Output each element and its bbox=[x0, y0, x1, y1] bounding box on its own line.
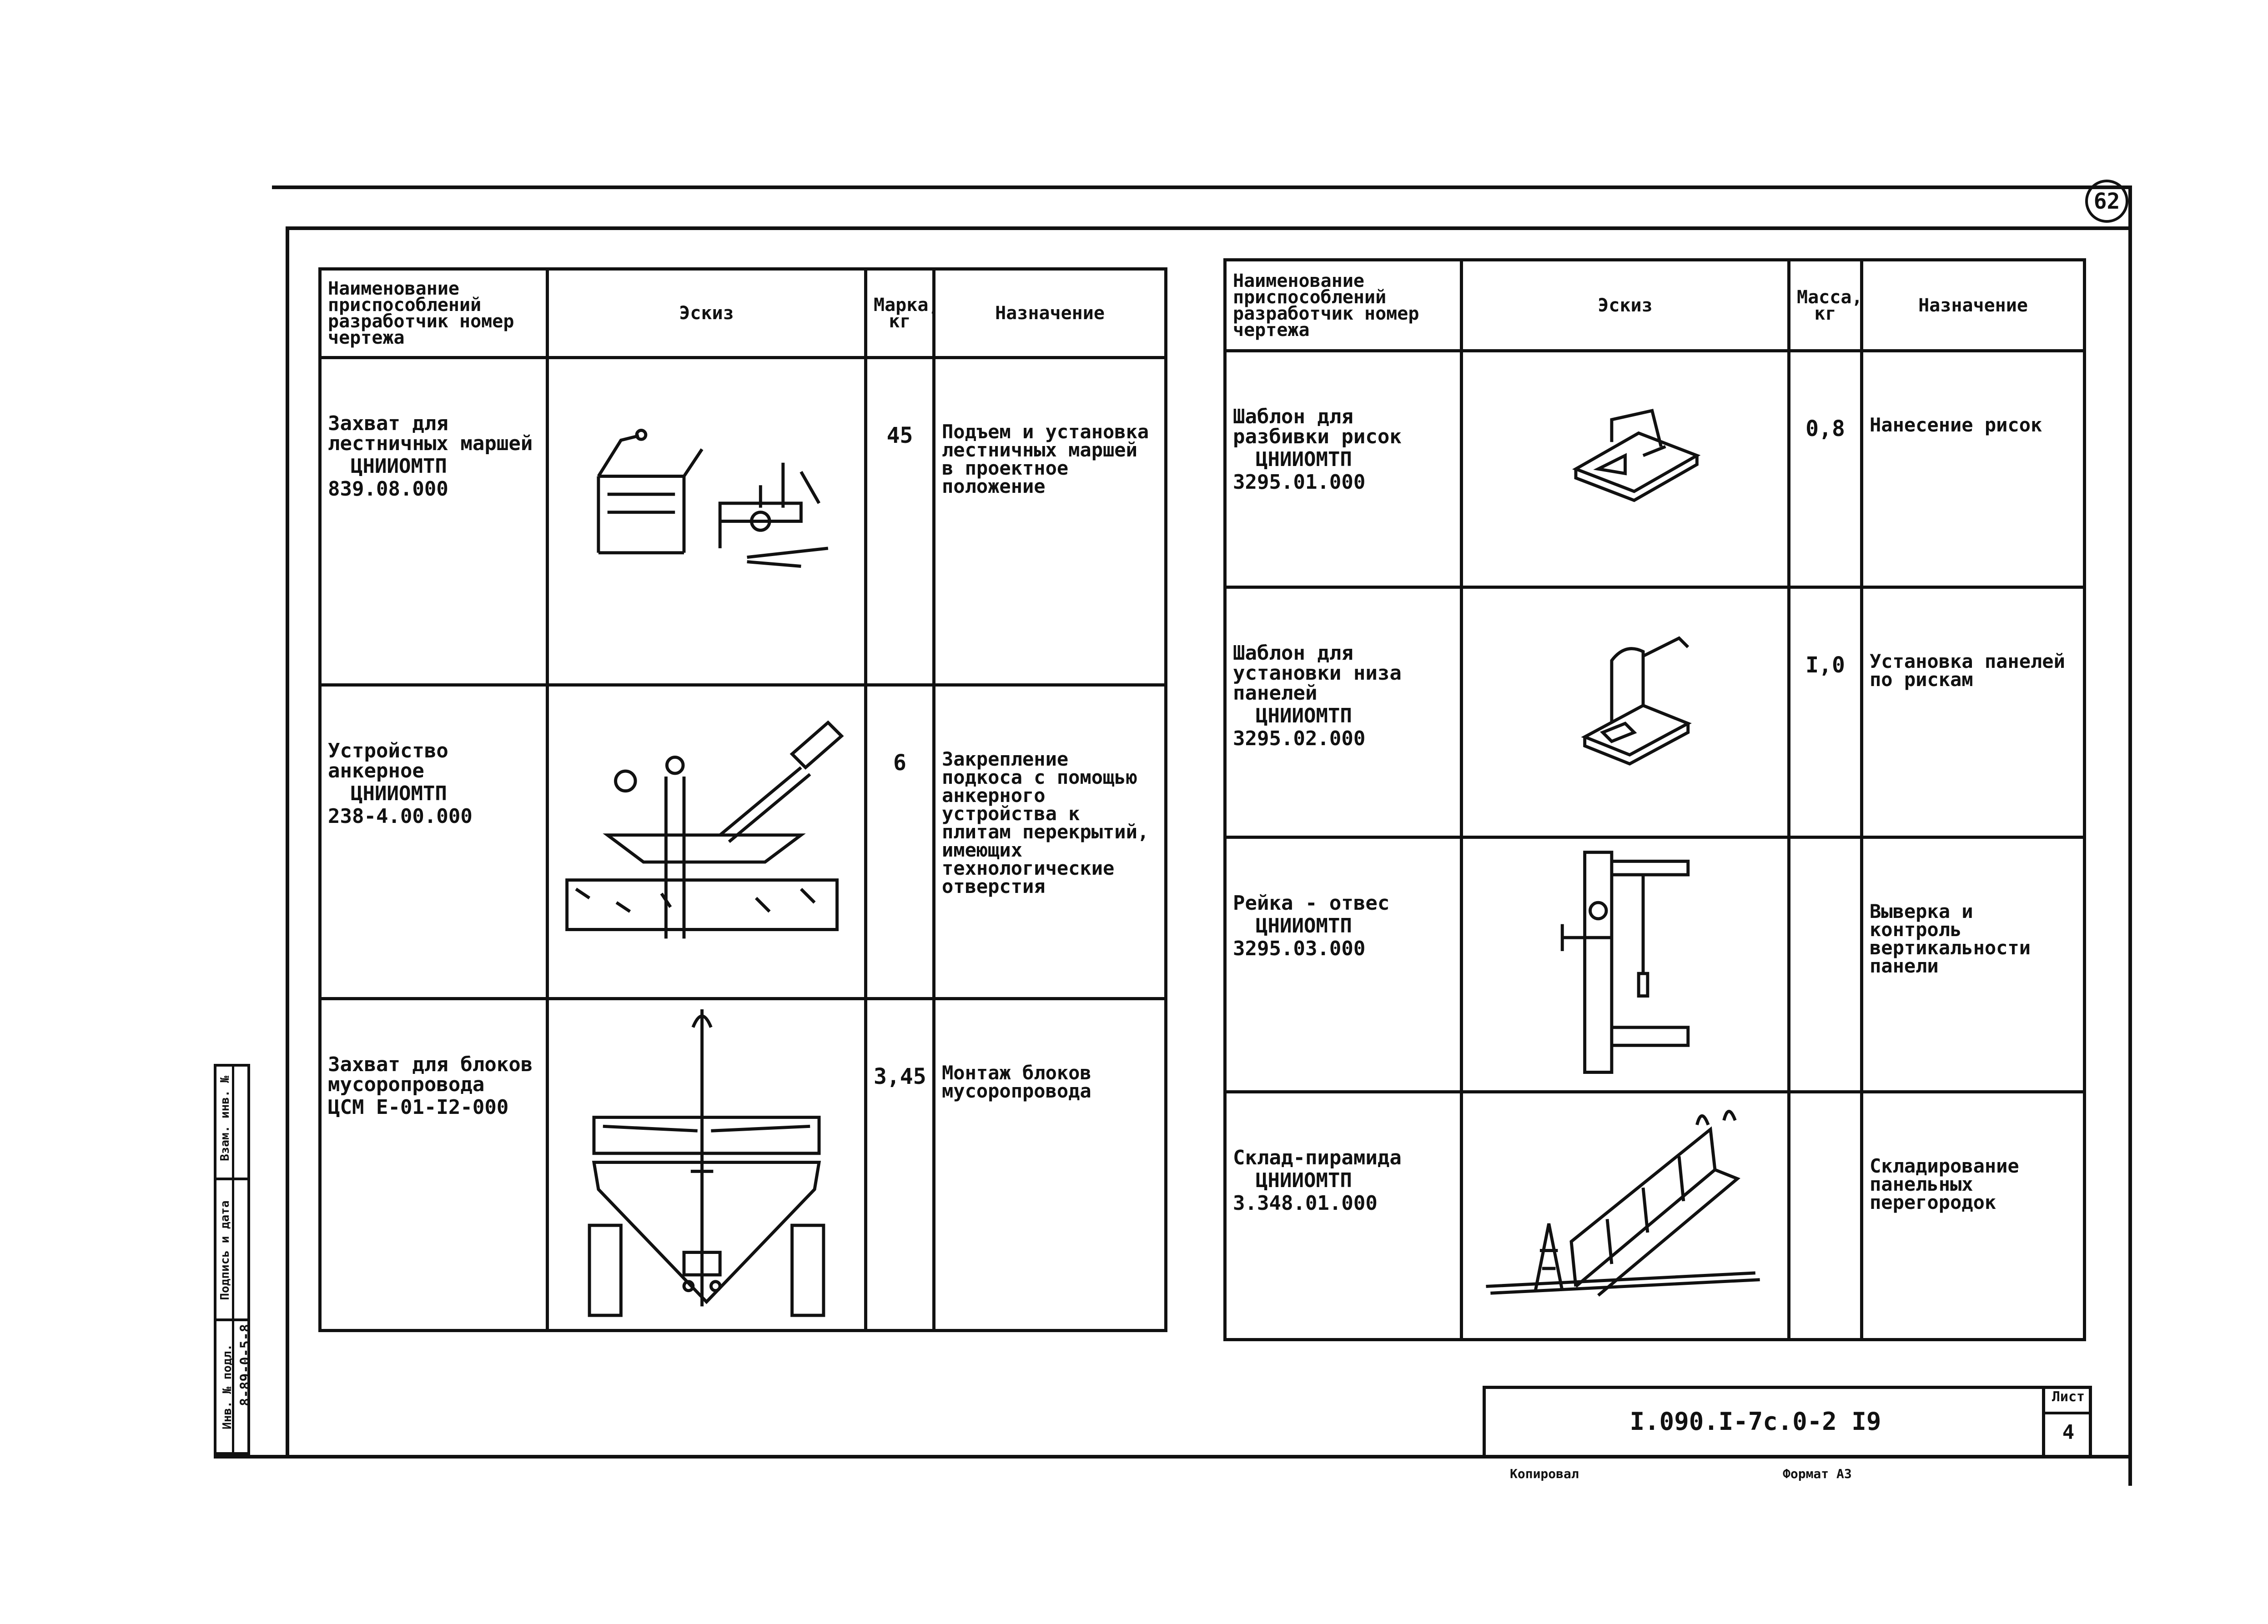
left-header-sketch: Эскиз bbox=[546, 267, 867, 359]
right-header-mass: Масса, кг bbox=[1787, 258, 1863, 352]
row-name-cell: Шаблон для разбивки рисок ЦНИИОМТП 3295.… bbox=[1223, 349, 1463, 589]
drawing-number: 3295.02.000 bbox=[1233, 727, 1366, 750]
panel-bottom-template-sketch bbox=[1460, 586, 1790, 839]
copied-label: Копировал bbox=[1510, 1466, 1579, 1481]
purpose-cell: Выверка и контроль вертикальности панели bbox=[1860, 836, 2086, 1093]
purpose-cell: Складирование панельных перегородок bbox=[1860, 1090, 2086, 1341]
side-stamp-replace-label: Взам. инв. № bbox=[218, 1076, 232, 1161]
equipment-name: Устройство анкерное bbox=[328, 739, 448, 782]
mass-cell bbox=[1787, 1090, 1863, 1341]
pyramid-rack-sketch bbox=[1460, 1090, 1790, 1341]
equipment-name: Захват для блоков мусоропровода bbox=[328, 1053, 533, 1096]
sheet-label: Лист bbox=[2052, 1389, 2085, 1405]
left-header-name: Наименование приспособлений разработчик … bbox=[318, 267, 549, 359]
row-name-cell: Шаблон для установки низа панелей ЦНИИОМ… bbox=[1223, 586, 1463, 839]
left-header-mass: Марка, кг bbox=[864, 267, 940, 359]
right-equipment-table: Наименование приспособлений разработчик … bbox=[1223, 258, 2086, 1341]
mass-cell: 3,45 bbox=[864, 997, 935, 1332]
row-name-cell: Устройство анкерное ЦНИИОМТП 238-4.00.00… bbox=[318, 683, 549, 1000]
equipment-name: Рейка - отвес bbox=[1233, 892, 1390, 915]
table-row: Рейка - отвес ЦНИИОМТП 3295.03.000 Вывер… bbox=[1223, 836, 2086, 1093]
page-number-badge: 62 bbox=[2085, 180, 2128, 223]
purpose-cell: Подъем и установка лестничных маршей в п… bbox=[932, 356, 1167, 687]
developer: ЦНИИОМТП bbox=[351, 455, 447, 478]
side-stamp-column-divider bbox=[232, 1064, 234, 1455]
purpose-cell: Монтаж блоков мусоропровода bbox=[932, 997, 1167, 1332]
left-header-purpose: Назначение bbox=[932, 267, 1167, 359]
inner-frame-top-line bbox=[287, 226, 2128, 230]
drawing-number: 839.08.000 bbox=[328, 477, 448, 501]
drawing-number: ЦСМ Е-01-I2-000 bbox=[328, 1096, 509, 1119]
mass-cell bbox=[1787, 836, 1863, 1093]
left-equipment-table: Наименование приспособлений разработчик … bbox=[318, 267, 1167, 1332]
document-code: I.090.I-7с.0-2 I9 bbox=[1629, 1407, 1881, 1436]
side-stamp-signature-label: Подпись и дата bbox=[218, 1200, 232, 1300]
stair-flight-grip-sketch bbox=[546, 356, 867, 687]
developer: ЦНИИОМТП bbox=[1256, 448, 1352, 471]
mass-cell: 0,8 bbox=[1787, 349, 1863, 589]
anchor-device-sketch bbox=[546, 683, 867, 1000]
inner-frame-left-line bbox=[286, 226, 289, 1459]
side-stamp-inv-value: 8-89-0-5-8 bbox=[237, 1324, 254, 1406]
title-block bbox=[1483, 1386, 2092, 1459]
row-name-cell: Склад-пирамида ЦНИИОМТП 3.348.01.000 bbox=[1223, 1090, 1463, 1341]
row-name-cell: Захват для лестничных маршей ЦНИИОМТП 83… bbox=[318, 356, 549, 687]
purpose-cell: Установка панелей по рискам bbox=[1860, 586, 2086, 839]
developer: ЦНИИОМТП bbox=[1256, 704, 1352, 727]
table-row: Устройство анкерное ЦНИИОМТП 238-4.00.00… bbox=[318, 683, 1167, 1000]
garbage-chute-block-grip-sketch bbox=[546, 997, 867, 1332]
drawing-number: 3295.01.000 bbox=[1233, 471, 1366, 494]
sheet-label-underline bbox=[2042, 1412, 2092, 1414]
drawing-number: 3295.03.000 bbox=[1233, 937, 1366, 960]
equipment-name: Шаблон для разбивки рисок bbox=[1233, 405, 1402, 448]
sheet-number: 4 bbox=[2062, 1421, 2075, 1444]
mass-cell: 6 bbox=[864, 683, 935, 1000]
row-name-cell: Захват для блоков мусоропровода ЦСМ Е-01… bbox=[318, 997, 549, 1332]
purpose-cell: Закрепление подкоса с помощью анкерного … bbox=[932, 683, 1167, 1000]
table-row: Шаблон для разбивки рисок ЦНИИОМТП 3295.… bbox=[1223, 349, 2086, 589]
plumb-rail-sketch bbox=[1460, 836, 1790, 1093]
side-stamp-inv-label: Инв. № подл. bbox=[221, 1344, 234, 1429]
mass-cell: I,0 bbox=[1787, 586, 1863, 839]
frame-bottom-line bbox=[214, 1455, 2132, 1459]
marking-template-sketch bbox=[1460, 349, 1790, 589]
table-row: Шаблон для установки низа панелей ЦНИИОМ… bbox=[1223, 586, 2086, 839]
frame-right-line bbox=[2128, 185, 2132, 1486]
table-row: Захват для лестничных маршей ЦНИИОМТП 83… bbox=[318, 356, 1167, 687]
mass-cell: 45 bbox=[864, 356, 935, 687]
format-label: Формат А3 bbox=[1783, 1466, 1852, 1481]
table-row: Склад-пирамида ЦНИИОМТП 3.348.01.000 Скл… bbox=[1223, 1090, 2086, 1341]
drawing-number: 238-4.00.000 bbox=[328, 805, 473, 828]
developer: ЦНИИОМТП bbox=[1256, 914, 1352, 937]
equipment-name: Захват для лестничных маршей bbox=[328, 412, 533, 455]
drawing-number: 3.348.01.000 bbox=[1233, 1192, 1378, 1215]
right-header-purpose: Назначение bbox=[1860, 258, 2086, 352]
row-name-cell: Рейка - отвес ЦНИИОМТП 3295.03.000 bbox=[1223, 836, 1463, 1093]
right-header-name: Наименование приспособлений разработчик … bbox=[1223, 258, 1463, 352]
frame-top-line bbox=[272, 185, 2132, 189]
developer: ЦНИИОМТП bbox=[1256, 1169, 1352, 1192]
purpose-cell: Нанесение рисок bbox=[1860, 349, 2086, 589]
equipment-name: Склад-пирамида bbox=[1233, 1146, 1402, 1169]
table-row: Захват для блоков мусоропровода ЦСМ Е-01… bbox=[318, 997, 1167, 1332]
page-number: 62 bbox=[2093, 188, 2120, 214]
developer: ЦНИИОМТП bbox=[351, 782, 447, 805]
right-header-sketch: Эскиз bbox=[1460, 258, 1790, 352]
equipment-name: Шаблон для установки низа панелей bbox=[1233, 642, 1402, 705]
sheet-divider bbox=[2042, 1386, 2045, 1459]
